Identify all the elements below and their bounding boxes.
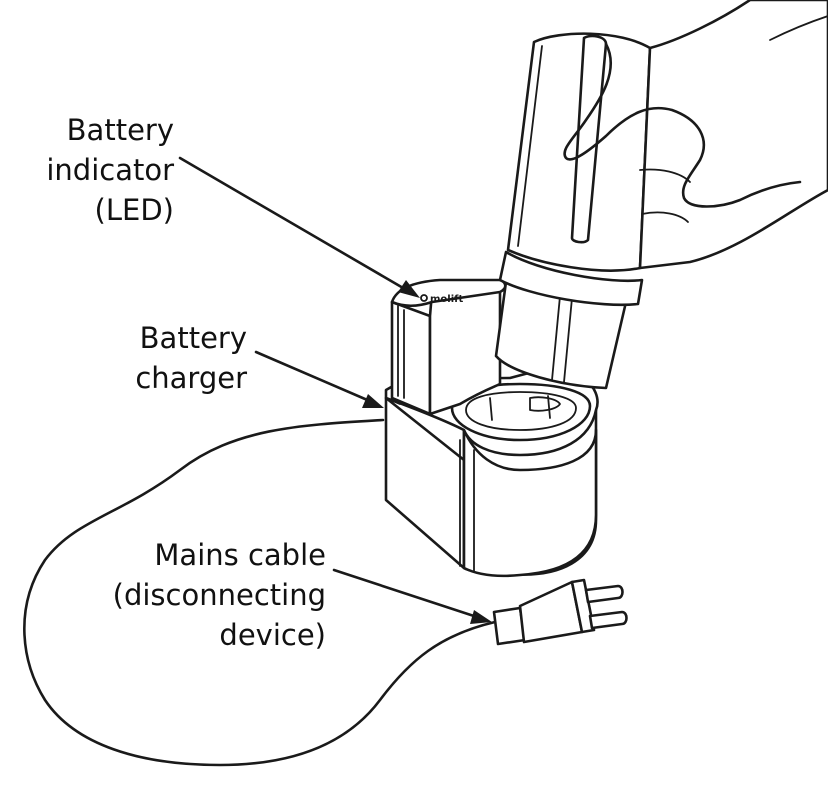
mains-cable (23, 418, 497, 767)
label-line: Battery (139, 321, 247, 355)
label-battery-charger: Battery charger (135, 318, 247, 398)
label-mains-cable: Mains cable (disconnecting device) (113, 535, 326, 655)
leader-indicator (178, 156, 420, 298)
label-line: device) (219, 618, 326, 652)
plug (492, 578, 628, 646)
label-line: Battery (66, 113, 174, 147)
label-line: Mains cable (154, 538, 326, 572)
label-line: indicator (46, 153, 174, 187)
led-indicator (420, 294, 428, 302)
battery-charger: molift (384, 278, 599, 578)
battery (494, 32, 652, 390)
charger-logo: molift (430, 294, 463, 305)
leader-charger (254, 350, 384, 408)
label-line: charger (135, 361, 247, 395)
label-line: (disconnecting (112, 578, 326, 612)
leader-mains (332, 568, 492, 624)
label-battery-indicator: Battery indicator (LED) (46, 110, 174, 230)
label-line: (LED) (94, 193, 174, 227)
